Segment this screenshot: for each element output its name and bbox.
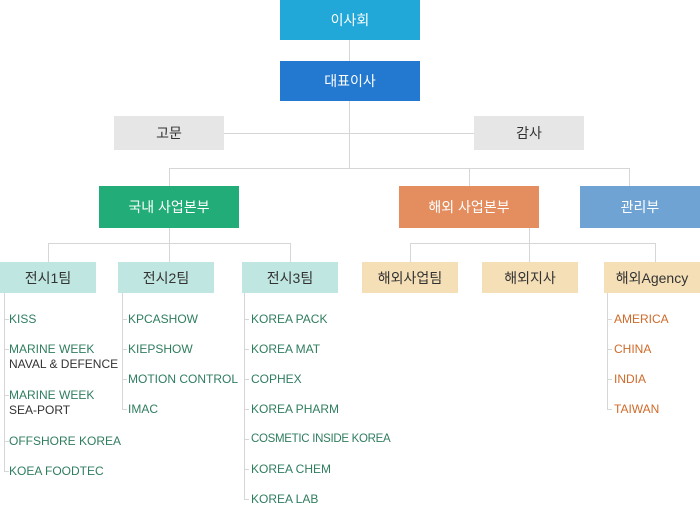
tick-agency-3 [607, 409, 612, 410]
tick-exhibit1-2 [4, 395, 9, 396]
tick-exhibit3-5 [244, 469, 249, 470]
connector-drop-overseas-biz [410, 243, 411, 262]
tick-exhibit3-1 [244, 349, 249, 350]
connector-overseas-teams-bus [410, 243, 656, 244]
tick-exhibit2-1 [122, 349, 127, 350]
list-rail-exhibit2 [122, 293, 123, 409]
tick-exhibit2-3 [122, 409, 127, 410]
list-item-exhibit3-cophex: COPHEX [251, 372, 302, 386]
tick-exhibit2-0 [122, 319, 127, 320]
team-overseas-branch-label: 해외지사 [504, 269, 556, 286]
list-item-agency-america: AMERICA [614, 312, 669, 326]
team-exhibit1-label: 전시1팀 [24, 269, 72, 286]
list-item-exhibit2-kiepshow: KIEPSHOW [128, 342, 193, 356]
connector-overseas-down [529, 228, 530, 243]
tick-exhibit1-3 [4, 441, 9, 442]
list-item-exhibit2-kpcashow: KPCASHOW [128, 312, 199, 326]
list-item-exhibit2-motion-control: MOTION CONTROL [128, 372, 238, 386]
team-overseas-agency-label: 해외Agency [615, 269, 689, 286]
team-overseas-biz-box: 해외사업팀 [362, 262, 458, 293]
tick-exhibit1-0 [4, 319, 9, 320]
tick-exhibit1-4 [4, 471, 9, 472]
list-item-exhibit1-marine-naval: MARINE WEEK [9, 342, 95, 356]
auditor-box: 감사 [474, 116, 584, 150]
team-exhibit1-box: 전시1팀 [0, 262, 96, 293]
list-item-exhibit2-imac: IMAC [128, 402, 158, 416]
team-overseas-branch-box: 해외지사 [482, 262, 578, 293]
tick-agency-2 [607, 379, 612, 380]
auditor-label: 감사 [516, 125, 542, 141]
board-label: 이사회 [330, 12, 370, 28]
connector-drop-management [629, 168, 630, 186]
tick-agency-1 [607, 349, 612, 350]
connector-drop-agency [655, 243, 656, 262]
team-overseas-agency-box: 해외Agency [604, 262, 700, 293]
tick-exhibit3-4 [244, 439, 249, 440]
tick-agency-0 [607, 319, 612, 320]
tick-exhibit3-6 [244, 499, 249, 500]
overseas-division-box: 해외 사업본부 [399, 186, 539, 228]
list-item-exhibit3-cosmetic-inside: COSMETIC INSIDE KOREA [251, 433, 391, 445]
list-item-exhibit3-korea-pack: KOREA PACK [251, 312, 328, 326]
team-exhibit3-label: 전시3팀 [266, 269, 314, 286]
connector-drop-exhibit1 [48, 243, 49, 262]
connector-domestic-down [169, 228, 170, 243]
management-division-box: 관리부 [580, 186, 700, 228]
domestic-division-box: 국내 사업본부 [99, 186, 239, 228]
list-item-exhibit1-marine-port: MARINE WEEK [9, 388, 95, 402]
list-item-exhibit1-marine-naval-sub: NAVAL & DEFENCE [9, 357, 119, 371]
ceo-label: 대표이사 [324, 73, 376, 89]
connector-drop-overseas-branch [529, 243, 530, 262]
list-rail-agency [607, 293, 608, 409]
list-rail-exhibit3 [244, 293, 245, 499]
team-overseas-biz-label: 해외사업팀 [377, 269, 443, 286]
list-item-exhibit3-korea-pharm: KOREA PHARM [251, 402, 340, 416]
list-rail-exhibit1 [4, 293, 5, 471]
connector-drop-exhibit2 [169, 243, 170, 262]
domestic-division-label: 국내 사업본부 [128, 199, 210, 215]
list-item-exhibit3-korea-mat: KOREA MAT [251, 342, 321, 356]
connector-drop-exhibit3 [290, 243, 291, 262]
advisor-label: 고문 [156, 125, 182, 141]
advisor-box: 고문 [114, 116, 224, 150]
list-item-agency-taiwan: TAIWAN [614, 402, 660, 416]
connector-advisor-auditor [224, 133, 474, 134]
tick-exhibit3-3 [244, 409, 249, 410]
list-item-agency-china: CHINA [614, 342, 652, 356]
connector-drop-overseas [469, 168, 470, 186]
team-exhibit2-label: 전시2팀 [142, 269, 190, 286]
tick-exhibit3-2 [244, 379, 249, 380]
tick-exhibit3-0 [244, 319, 249, 320]
ceo-box: 대표이사 [280, 61, 420, 101]
tick-exhibit1-1 [4, 349, 9, 350]
team-exhibit2-box: 전시2팀 [118, 262, 214, 293]
team-exhibit3-box: 전시3팀 [242, 262, 338, 293]
list-item-exhibit1-kiss: KISS [9, 312, 37, 326]
board-box: 이사회 [280, 0, 420, 40]
connector-division-bus [169, 168, 630, 169]
connector-board-ceo [349, 40, 350, 61]
list-item-exhibit3-korea-lab: KOREA LAB [251, 492, 319, 506]
overseas-division-label: 해외 사업본부 [428, 199, 510, 215]
list-item-exhibit1-marine-port-sub: SEA-PORT [9, 403, 71, 417]
list-item-agency-india: INDIA [614, 372, 647, 386]
management-division-label: 관리부 [620, 199, 660, 215]
list-item-exhibit1-foodtec: KOEA FOODTEC [9, 464, 104, 478]
connector-drop-domestic [169, 168, 170, 186]
list-item-exhibit1-offshore: OFFSHORE KOREA [9, 434, 122, 448]
tick-exhibit2-2 [122, 379, 127, 380]
list-item-exhibit3-korea-chem: KOREA CHEM [251, 462, 332, 476]
connector-ceo-trunk [349, 101, 350, 169]
